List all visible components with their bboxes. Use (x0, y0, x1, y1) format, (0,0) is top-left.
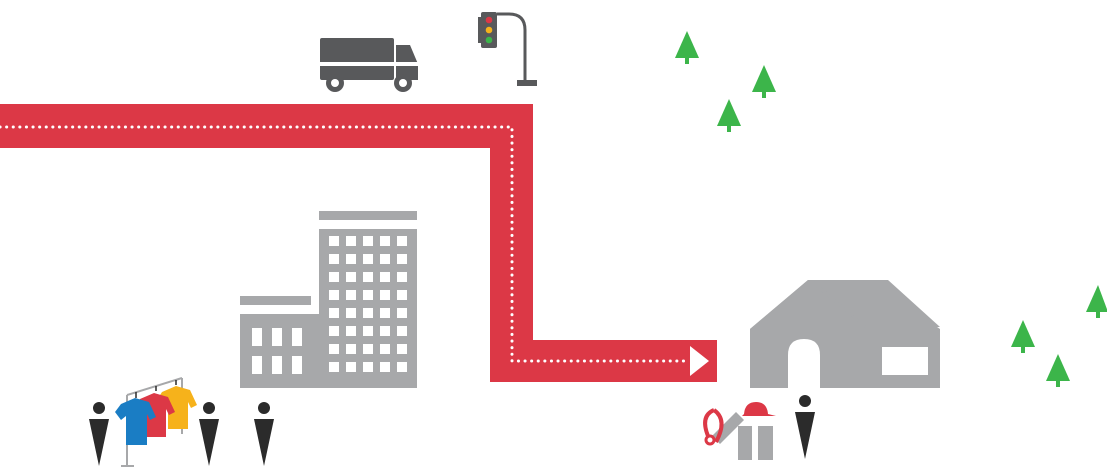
building-window (363, 254, 373, 264)
building-window (329, 236, 339, 246)
building-window (329, 272, 339, 282)
building-window (380, 308, 390, 318)
person-icon (199, 402, 219, 466)
building-window (346, 362, 356, 372)
pine-tree-icon (1086, 285, 1107, 318)
building-window (346, 236, 356, 246)
building-window (363, 326, 373, 336)
office-building-icon (240, 211, 417, 388)
building-window (397, 308, 407, 318)
building-window (363, 308, 373, 318)
building-window (397, 290, 407, 300)
building-window (380, 362, 390, 372)
building-window (329, 344, 339, 354)
building-window (363, 290, 373, 300)
clothing-rack-icon (115, 378, 197, 466)
building-window (380, 344, 390, 354)
pine-tree-icon (1046, 354, 1070, 387)
building-window (329, 254, 339, 264)
building-window (272, 328, 282, 346)
building-window (292, 356, 302, 374)
building-window (363, 272, 373, 282)
person-icon (89, 402, 109, 466)
pine-tree-icon (752, 65, 776, 98)
building-window (380, 254, 390, 264)
building-window (397, 362, 407, 372)
building-window (380, 272, 390, 282)
building-window (329, 326, 339, 336)
gift-box-icon (705, 402, 776, 460)
building-window (329, 362, 339, 372)
building-window (397, 326, 407, 336)
house-icon (750, 280, 940, 388)
building-window (380, 236, 390, 246)
building-window (329, 308, 339, 318)
pine-tree-icon (717, 99, 741, 132)
building-window (397, 272, 407, 282)
traffic-light-icon (478, 12, 537, 86)
building-window (346, 254, 356, 264)
building-window (252, 328, 262, 346)
pine-tree-icon (675, 31, 699, 64)
building-window (397, 254, 407, 264)
building-window (397, 344, 407, 354)
building-window (346, 308, 356, 318)
building-window (346, 326, 356, 336)
building-window (329, 290, 339, 300)
building-window (346, 290, 356, 300)
building-window (346, 272, 356, 282)
building-window (363, 362, 373, 372)
cap-icon (742, 402, 776, 416)
building-window (363, 344, 373, 354)
person-icon (795, 395, 815, 459)
building-window (397, 236, 407, 246)
building-window (346, 344, 356, 354)
building-window (380, 290, 390, 300)
building-window (272, 356, 282, 374)
pine-tree-icon (1011, 320, 1035, 353)
building-window (252, 356, 262, 374)
building-window (292, 328, 302, 346)
building-window (380, 326, 390, 336)
delivery-truck-icon (320, 38, 418, 92)
person-icon (254, 402, 274, 466)
building-window (363, 236, 373, 246)
